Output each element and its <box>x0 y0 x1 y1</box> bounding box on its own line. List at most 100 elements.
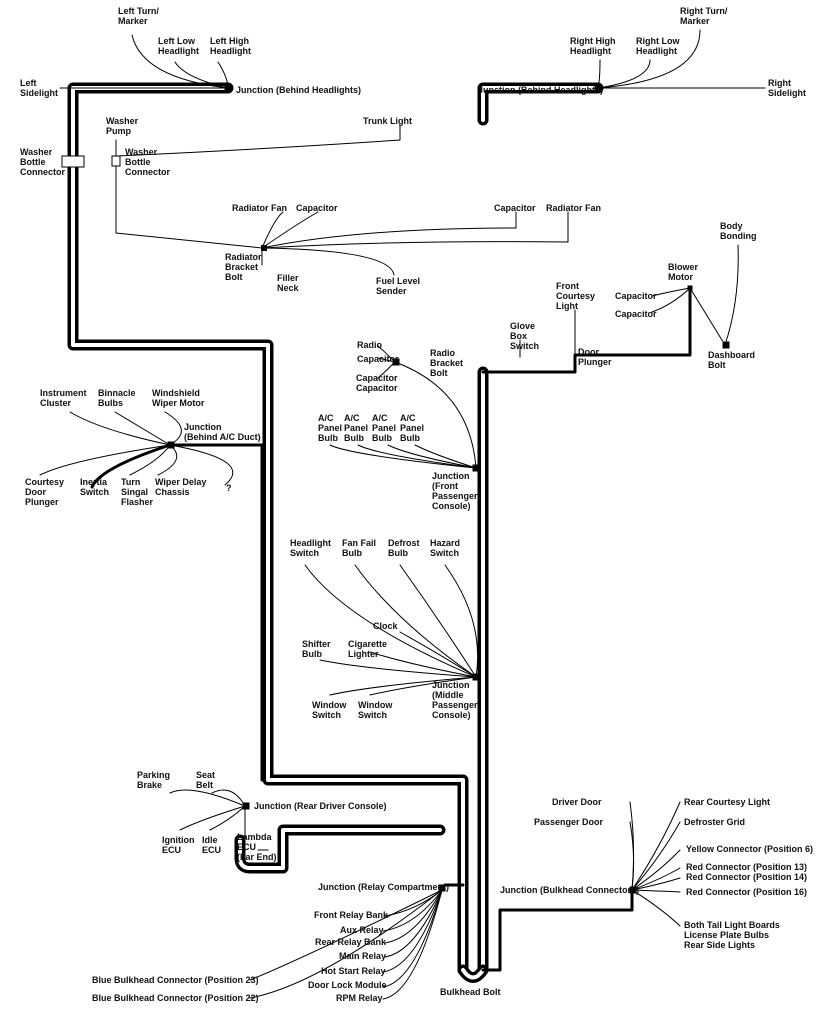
label-line: Connector <box>125 167 170 177</box>
middle-console-wire-1 <box>354 564 477 678</box>
label-blue-bulkhead-22: Blue Bulkhead Connector (Position 22) <box>92 993 259 1003</box>
label-line: Bulb <box>400 433 420 443</box>
junction-bulkhead-connectors-node <box>629 886 637 894</box>
washer-bottle-connector-left-box <box>61 155 85 168</box>
ac-duct-wire <box>168 443 264 782</box>
label-line: Filler <box>277 273 299 283</box>
label-door-lock-module: Door Lock Module <box>308 980 387 990</box>
label-rpm-relay: RPM Relay <box>336 993 383 1003</box>
label-line: Clock <box>373 621 399 631</box>
label-line: Capacitor <box>356 373 398 383</box>
radio-to-front-console <box>394 361 477 469</box>
label-line: Parking <box>137 770 170 780</box>
label-line: Junction (Bulkhead Connectors) <box>500 885 639 895</box>
relay-wire-5 <box>382 889 443 988</box>
label-line: Cigarette <box>348 639 387 649</box>
label-line: Fan Fail <box>342 538 376 548</box>
relay-wire-4 <box>382 889 443 973</box>
label-line: Red Connector (Position 16) <box>686 887 807 897</box>
left-headlight-wire-0 <box>131 34 229 89</box>
label-line: Shifter <box>302 639 331 649</box>
label-line: Both Tail Light Boards <box>684 920 780 930</box>
label-line: Passenger <box>432 491 478 501</box>
dashboard-bolt-node <box>722 341 730 349</box>
label-line: Bulb <box>318 433 338 443</box>
label-line: Radiator Fan <box>546 203 601 213</box>
label-line: Capacitor <box>296 203 338 213</box>
label-line: Passenger <box>432 700 478 710</box>
junction-behind-ac-duct-node <box>167 441 175 449</box>
bulkhead-connector-wire-1 <box>629 821 635 891</box>
bulkhead-connector-wire <box>481 888 634 972</box>
ac-duct-up-0 <box>69 411 171 446</box>
label-line: Left Low <box>158 36 196 46</box>
bulkhead-connector-wire-2 <box>631 801 681 891</box>
label-line: Light <box>556 301 578 311</box>
label-line: Box <box>510 331 527 341</box>
label-line: Seat <box>196 770 215 780</box>
label-line: Blue Bulkhead Connector (Position 22) <box>92 993 259 1003</box>
label-line: Plunger <box>578 357 612 367</box>
label-left-turn-marker: Left Turn/Marker <box>118 6 159 26</box>
label-line: A/C <box>318 413 334 423</box>
label-bulkhead-bolt: Bulkhead Bolt <box>440 987 501 997</box>
label-junction-rear-driver-console: Junction (Rear Driver Console) <box>254 801 387 811</box>
label-line: Capacitor <box>357 354 399 364</box>
label-line: Binnacle <box>98 388 136 398</box>
label-line: Bonding <box>720 231 757 241</box>
relay-wire-3 <box>384 889 443 958</box>
label-capacitor-blower-1: Capacitor <box>615 291 657 301</box>
label-line: Right High <box>570 36 616 46</box>
label-trunk-light: Trunk Light <box>363 116 412 126</box>
rear-console-wire-2 <box>179 805 246 831</box>
label-line: Blue Bulkhead Connector (Position 23) <box>92 975 259 985</box>
label-blue-bulkhead-23: Blue Bulkhead Connector (Position 23) <box>92 975 259 985</box>
label-line: Capacitor <box>615 309 657 319</box>
label-clock: Clock <box>373 621 399 631</box>
label-line: Panel <box>318 423 342 433</box>
radiator-bracket-bolt-node <box>261 245 267 251</box>
label-rear-courtesy-light: Rear Courtesy Light <box>684 797 770 807</box>
label-line: Inertia <box>80 477 108 487</box>
label-line: (Front <box>432 481 458 491</box>
label-line: Main Relay <box>339 951 386 961</box>
label-line: ECU <box>162 845 181 855</box>
label-line: Ignition <box>162 835 195 845</box>
label-line: Turn <box>121 477 140 487</box>
label-line: Hot Start Relay <box>321 966 386 976</box>
label-line: Trunk Light <box>363 116 412 126</box>
label-line: Left High <box>210 36 249 46</box>
rad-fan-right-wire <box>261 211 569 249</box>
cap-blower-1 <box>651 287 691 297</box>
label-line: Sidelight <box>768 88 806 98</box>
blue-bulkhead-23-wire <box>249 889 443 981</box>
right-headlight-wire-2 <box>597 29 701 89</box>
label-line: ECU <box>237 842 256 852</box>
rear-console-wire-3 <box>209 805 246 831</box>
label-line: Bulb <box>388 548 408 558</box>
label-line: Brake <box>137 780 162 790</box>
label-question-mark: ? <box>226 483 232 493</box>
label-line: Glove <box>510 321 535 331</box>
label-line: Left Turn/ <box>118 6 159 16</box>
ac-panel-bulb-wire-0 <box>329 444 477 469</box>
label-line: ? <box>226 483 232 493</box>
label-line: Chassis <box>155 487 190 497</box>
